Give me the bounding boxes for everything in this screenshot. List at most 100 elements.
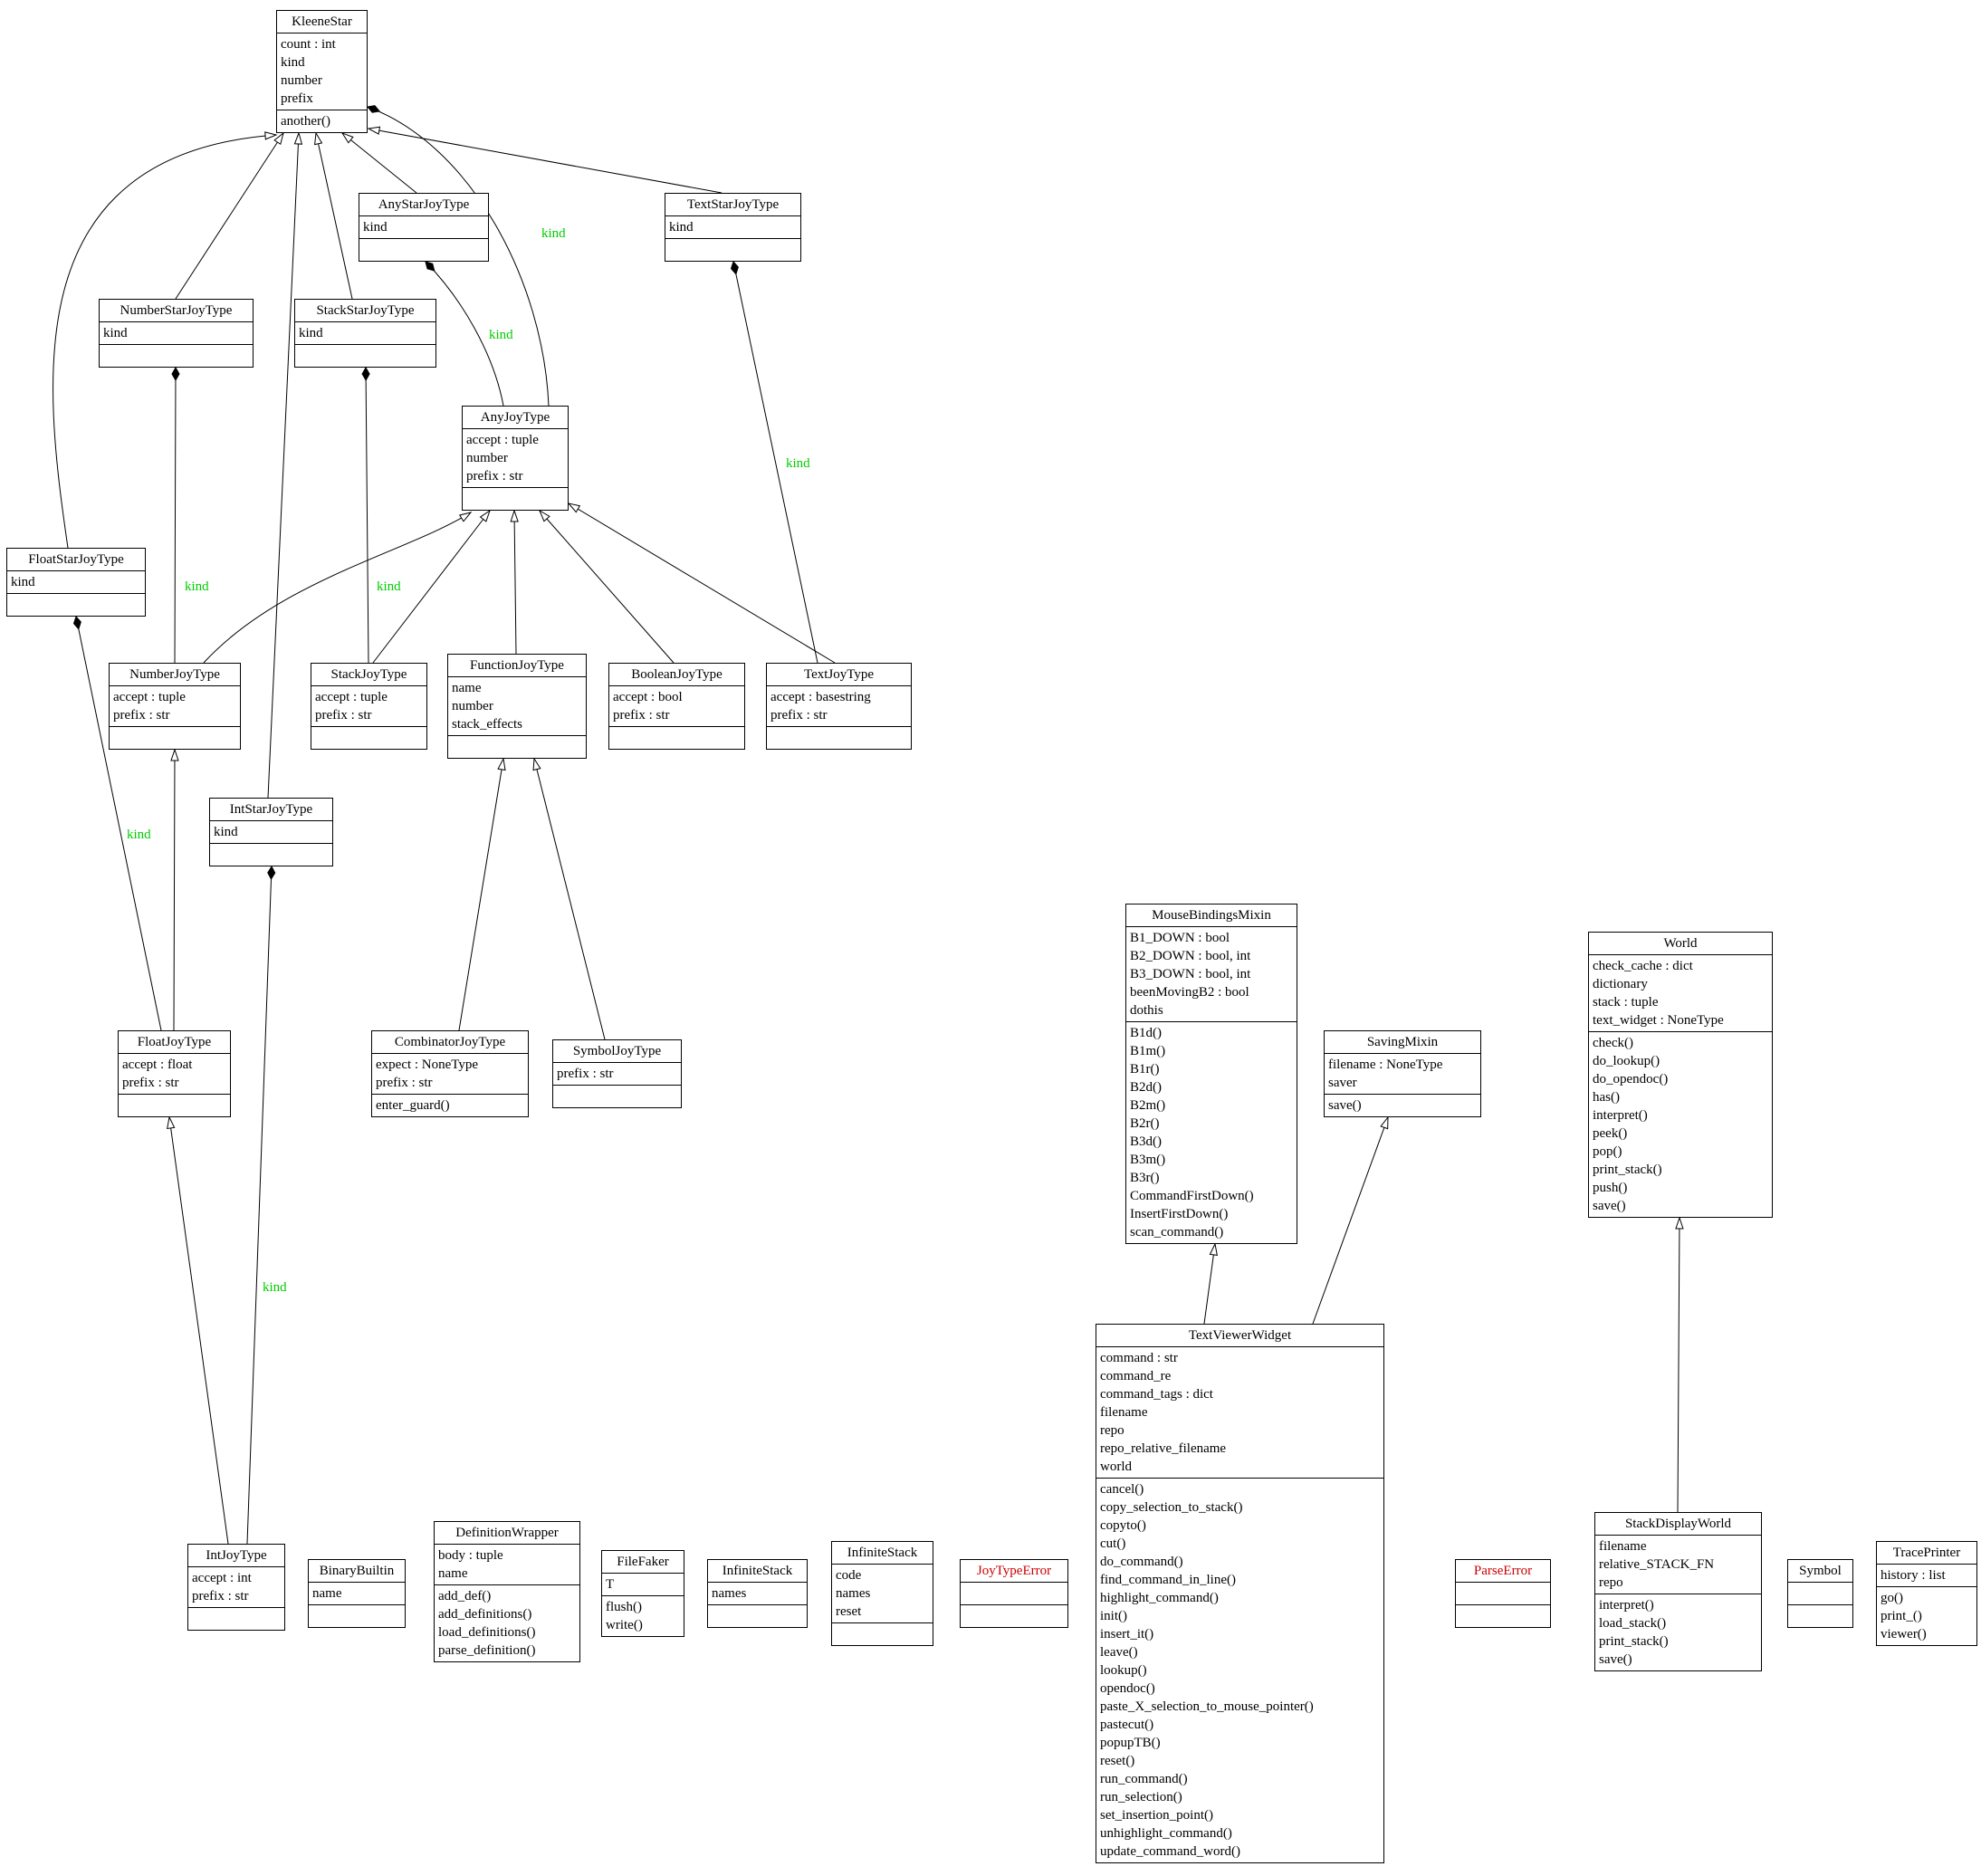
edge-inherit-anystarjoytype-kleenestar	[340, 132, 417, 194]
class-methods	[188, 1608, 284, 1630]
class-methods	[708, 1605, 807, 1627]
class-attributes: accept : bool prefix : str	[609, 686, 744, 727]
class-methods: another()	[281, 114, 330, 129]
class-title: InfiniteStack	[832, 1542, 933, 1565]
class-methods: go() print_() viewer()	[1881, 1591, 1927, 1642]
class-number-star-joy-type: NumberStarJoyType kind	[99, 299, 254, 368]
class-methods	[767, 727, 911, 749]
class-methods	[1788, 1605, 1852, 1627]
edge-composition-textstarjoytype-textjoytype	[730, 261, 818, 664]
class-attributes: B1_DOWN : bool B2_DOWN : bool, int B3_DO…	[1126, 927, 1297, 1022]
edge-label-kind: kind	[377, 579, 401, 594]
class-infinite-stack-2: InfiniteStack code names reset	[831, 1541, 933, 1646]
class-symbol-joy-type: SymbolJoyType prefix : str	[552, 1039, 682, 1108]
class-stack-star-joy-type: StackStarJoyType kind	[294, 299, 436, 368]
class-attributes: code names reset	[832, 1565, 933, 1623]
class-title: SavingMixin	[1325, 1031, 1480, 1054]
class-saving-mixin: SavingMixin filename : NoneType saver sa…	[1324, 1030, 1481, 1117]
edge-inherit-textviewerwidget-savingmixin	[1312, 1115, 1389, 1325]
class-title: NumberJoyType	[110, 664, 240, 686]
class-methods	[609, 727, 744, 749]
class-title: IntStarJoyType	[210, 799, 332, 821]
class-methods	[448, 736, 586, 758]
class-title: ParseError	[1456, 1560, 1550, 1583]
class-symbol: Symbol	[1787, 1559, 1853, 1628]
class-attributes: accept : tuple prefix : str	[110, 686, 240, 727]
class-binary-builtin: BinaryBuiltin name	[308, 1559, 406, 1628]
class-mouse-bindings-mixin: MouseBindingsMixin B1_DOWN : bool B2_DOW…	[1125, 904, 1297, 1244]
class-attributes: body : tuple name	[435, 1545, 579, 1585]
class-methods	[553, 1086, 681, 1107]
edge-inherit-combinatorjoytype-functionjoytype	[458, 757, 506, 1031]
class-attributes: expect : NoneType prefix : str	[372, 1054, 528, 1095]
class-methods	[110, 727, 240, 749]
class-title: NumberStarJoyType	[100, 300, 253, 322]
class-infinite-stack-1: InfiniteStack names	[707, 1559, 808, 1628]
class-title: StackJoyType	[311, 664, 426, 686]
class-attributes: kind	[100, 322, 253, 345]
class-methods	[1456, 1605, 1550, 1627]
class-title: FloatStarJoyType	[7, 549, 145, 571]
class-title: SymbolJoyType	[553, 1040, 681, 1063]
edge-inherit-textjoytype-anyjoytype	[567, 502, 836, 664]
class-title: FileFaker	[602, 1551, 684, 1574]
class-methods	[961, 1605, 1067, 1627]
edge-inherit-functionjoytype-anyjoytype	[510, 509, 519, 655]
class-title: IntJoyType	[188, 1545, 284, 1567]
class-title: TracePrinter	[1877, 1542, 1976, 1565]
class-attributes: T	[602, 1574, 684, 1596]
class-title: FunctionJoyType	[448, 655, 586, 677]
class-methods	[463, 488, 568, 510]
class-attributes: check_cache : dict dictionary stack : tu…	[1589, 955, 1772, 1032]
class-int-star-joy-type: IntStarJoyType kind	[209, 798, 333, 866]
class-title: KleeneStar	[277, 11, 367, 34]
class-methods: save()	[1328, 1098, 1362, 1113]
class-trace-printer: TracePrinter history : list go() print_(…	[1876, 1541, 1977, 1646]
class-methods: interpret() load_stack() print_stack() s…	[1599, 1598, 1669, 1667]
edge-inherit-floatstarjoytype-kleenestar	[53, 131, 278, 549]
edge-label-kind: kind	[127, 828, 151, 842]
class-attributes: history : list	[1877, 1565, 1976, 1587]
edge-composition-stackstarjoytype-stackjoytype	[361, 366, 370, 664]
edge-inherit-numberstarjoytype-kleenestar	[175, 131, 284, 300]
class-title: DefinitionWrapper	[435, 1522, 579, 1545]
edge-inherit-stackdisplayworld-world	[1675, 1216, 1684, 1513]
class-attributes: accept : float prefix : str	[119, 1054, 230, 1095]
class-methods: flush() write()	[606, 1600, 643, 1632]
class-attributes: kind	[7, 571, 145, 594]
class-joy-type-error: JoyTypeError	[960, 1559, 1068, 1628]
class-attributes	[1788, 1583, 1852, 1605]
class-title: StackDisplayWorld	[1595, 1513, 1761, 1536]
edge-inherit-intstarjoytype-kleenestar	[267, 131, 303, 799]
class-methods	[100, 345, 253, 367]
class-attributes: kind	[295, 322, 435, 345]
edge-composition-floatstarjoytype-floatjoytype	[72, 616, 162, 1031]
class-methods: cancel() copy_selection_to_stack() copyt…	[1100, 1482, 1314, 1859]
class-attributes	[1456, 1583, 1550, 1605]
class-definition-wrapper: DefinitionWrapper body : tuple name add_…	[434, 1521, 580, 1662]
class-methods: enter_guard()	[376, 1098, 450, 1113]
class-methods: check() do_lookup() do_opendoc() has() i…	[1593, 1036, 1669, 1213]
class-text-viewer-widget: TextViewerWidget command : str command_r…	[1096, 1324, 1384, 1863]
edge-inherit-numberjoytype-anyjoytype	[203, 512, 473, 664]
class-title: TextStarJoyType	[665, 194, 800, 216]
class-title: AnyStarJoyType	[359, 194, 488, 216]
class-boolean-joy-type: BooleanJoyType accept : bool prefix : st…	[608, 663, 745, 750]
class-methods	[665, 239, 800, 261]
class-title: JoyTypeError	[961, 1560, 1067, 1583]
class-world: World check_cache : dict dictionary stac…	[1588, 932, 1773, 1218]
class-title: CombinatorJoyType	[372, 1031, 528, 1054]
edge-label-kind: kind	[541, 226, 566, 241]
class-attributes	[961, 1583, 1067, 1605]
class-any-joy-type: AnyJoyType accept : tuple number prefix …	[462, 406, 569, 511]
edge-inherit-stackstarjoytype-kleenestar	[314, 131, 353, 300]
class-attributes: name number stack_effects	[448, 677, 586, 736]
class-attributes: command : str command_re command_tags : …	[1096, 1347, 1383, 1479]
class-kleene-star: KleeneStar count : int kind number prefi…	[276, 10, 368, 133]
class-attributes: filename : NoneType saver	[1325, 1054, 1480, 1095]
class-file-faker: FileFaker T flush() write()	[601, 1550, 684, 1637]
class-attributes: prefix : str	[553, 1063, 681, 1086]
class-attributes: kind	[359, 216, 488, 239]
